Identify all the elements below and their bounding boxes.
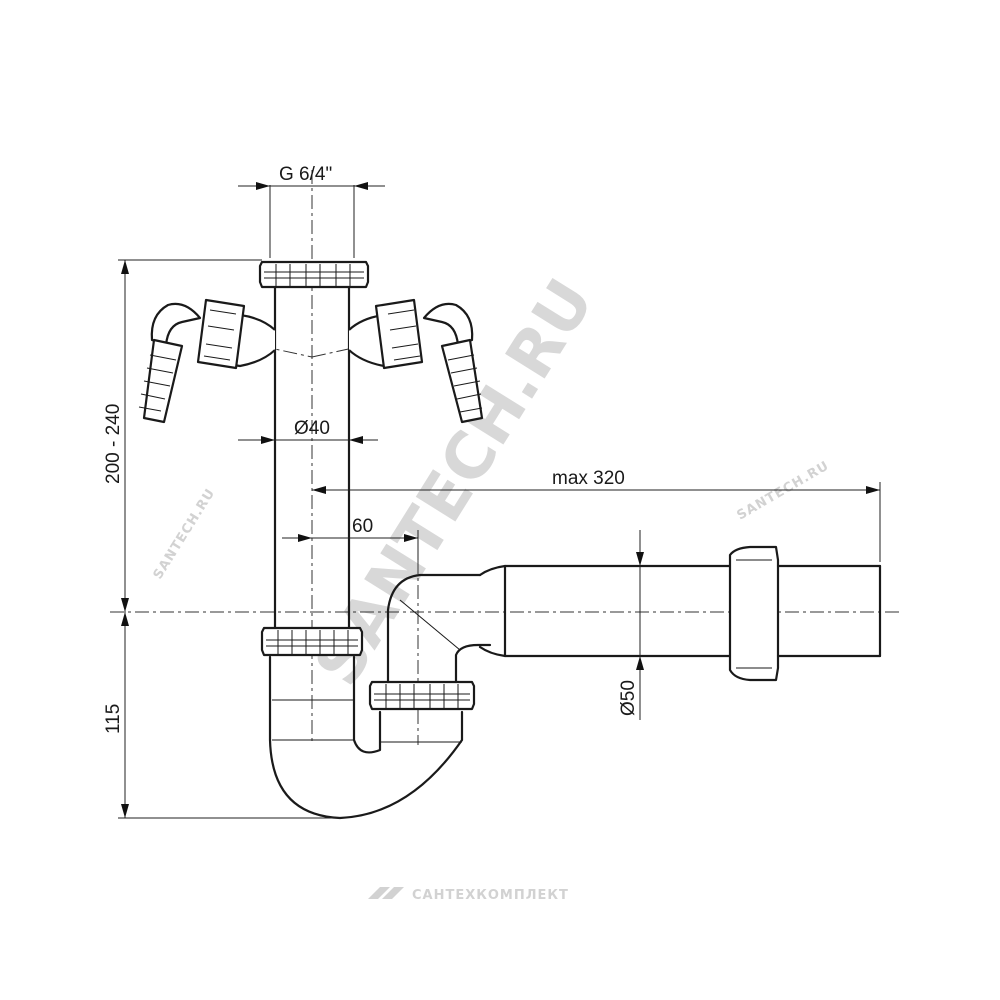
trap-bowl: [268, 655, 464, 820]
dim-pipe-diameter: Ø40: [238, 418, 378, 444]
lower-right-nut: [368, 680, 476, 711]
label-height-range: 200 - 240: [103, 404, 124, 484]
label-max-length: max 320: [552, 468, 625, 489]
watermark-small-left: SANTECH.RU: [151, 486, 219, 582]
outlet-elbow: [386, 564, 507, 684]
top-nut: [258, 260, 370, 289]
dim-offset: 60: [282, 516, 419, 560]
label-offset: 60: [352, 516, 373, 537]
dim-outlet-diameter: Ø50: [618, 530, 644, 720]
brand-logo-icon: [368, 887, 404, 899]
dim-thread: G 6/4": [238, 164, 385, 258]
right-hose-branch: [348, 298, 484, 424]
outlet-pipe: [503, 545, 882, 682]
watermark-small-right: SANTECH.RU: [735, 458, 833, 523]
dim-trap-depth: 115: [103, 612, 340, 819]
dim-height-range: 200 - 240: [103, 259, 262, 612]
watermark-brand-logo: САНТЕХКОМПЛЕКТ: [368, 887, 569, 903]
label-pipe-diameter: Ø40: [294, 418, 330, 439]
label-trap-depth: 115: [103, 704, 124, 734]
label-outlet-diameter: Ø50: [618, 680, 639, 716]
left-hose-branch: [138, 298, 276, 424]
lower-left-nut: [260, 626, 364, 657]
watermark-brand-text: САНТЕХКОМПЛЕКТ: [412, 888, 569, 903]
label-thread-size: G 6/4": [279, 164, 332, 185]
dim-max-length: max 320: [312, 468, 881, 562]
